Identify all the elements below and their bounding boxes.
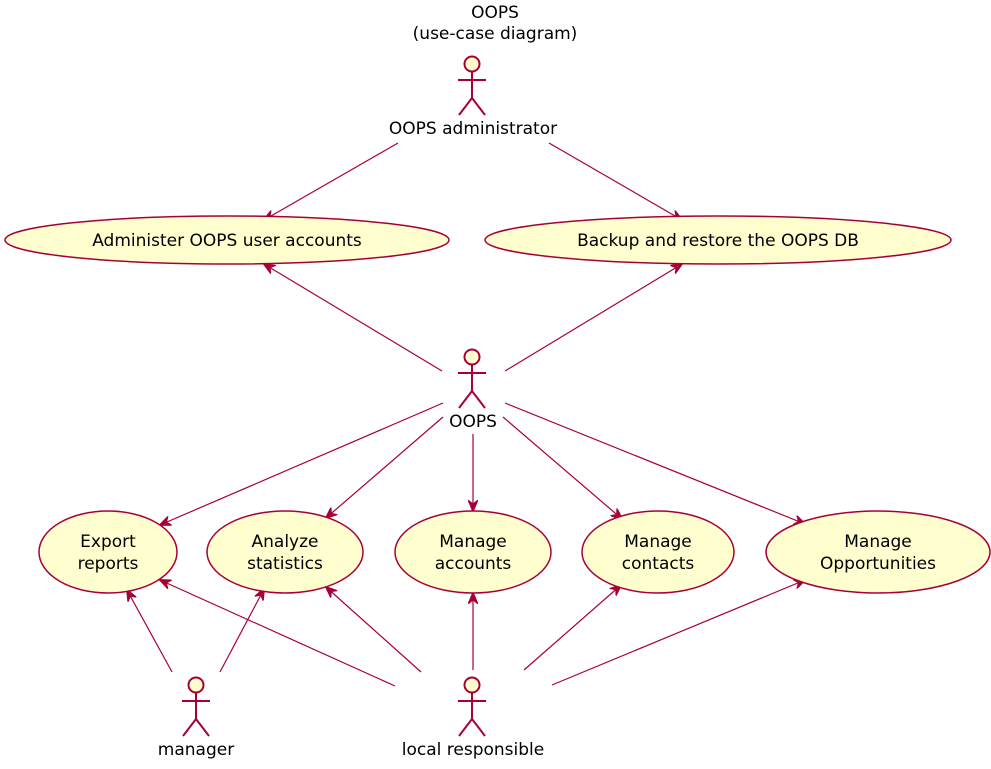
- actor-label: OOPS: [449, 412, 497, 432]
- association-arrow-oops-to-opportunities: [504, 402, 805, 524]
- usecase-label-line: Administer OOPS user accounts: [92, 231, 362, 251]
- actor-local: local responsible: [402, 676, 544, 760]
- association-arrow-local-to-contacts: [523, 585, 621, 671]
- diagram-title: OOPS (use-case diagram): [413, 3, 578, 44]
- actor-manager: manager: [158, 676, 234, 760]
- association-arrow-manager-to-export: [127, 590, 173, 673]
- actor-admin: OOPS administrator: [389, 55, 557, 139]
- usecase-label-line: Analyze: [252, 532, 319, 552]
- usecase-ellipse: [38, 510, 178, 594]
- actor-figure-icon: [458, 55, 486, 116]
- actor-figure-icon: [458, 348, 486, 409]
- usecase-ellipse: [765, 510, 991, 594]
- title-line: OOPS: [471, 3, 519, 23]
- association-arrow-oops-to-backup: [504, 264, 682, 372]
- usecase-label-line: Manage: [624, 532, 692, 552]
- usecase-label-line: Backup and restore the OOPS DB: [577, 231, 859, 251]
- usecase-label-line: Manage: [844, 532, 912, 552]
- usecase-label-line: Manage: [439, 532, 507, 552]
- subtitle-line: (use-case diagram): [413, 24, 578, 44]
- actor-oops: OOPS: [449, 348, 497, 432]
- association-arrow-oops-to-export: [160, 402, 444, 525]
- association-arrow-local-to-analyze: [326, 587, 422, 673]
- association-arrow-oops-to-contacts: [502, 416, 622, 519]
- actor-label: OOPS administrator: [389, 119, 557, 139]
- nodes-layer: Administer OOPS user accounts Backup and …: [4, 55, 991, 760]
- usecase-ellipse: [4, 215, 450, 265]
- association-arrow-manager-to-analyze: [219, 589, 264, 673]
- usecase-label-line: statistics: [247, 554, 323, 574]
- associations-layer: [127, 142, 805, 687]
- usecase-ellipse: [206, 510, 364, 594]
- usecase-label-line: Opportunities: [820, 554, 936, 574]
- association-arrow-oops-to-analyze: [326, 416, 444, 518]
- actor-figure-icon: [182, 676, 210, 737]
- association-arrow-oops-to-admin_accounts: [264, 264, 443, 372]
- usecase-label-line: Export: [80, 532, 136, 552]
- actor-label: manager: [158, 740, 234, 760]
- association-arrow-admin-to-backup: [548, 142, 682, 220]
- usecase-backup: Backup and restore the OOPS DB: [484, 215, 952, 265]
- usecase-label-line: reports: [78, 554, 139, 574]
- association-arrow-local-to-export: [160, 580, 396, 687]
- association-arrow-local-to-opportunities: [551, 580, 805, 686]
- usecase-ellipse: [484, 215, 952, 265]
- usecase-ellipse: [581, 510, 735, 594]
- actor-label: local responsible: [402, 740, 544, 760]
- usecase-label-line: contacts: [622, 554, 695, 574]
- usecase-label-line: accounts: [435, 554, 512, 574]
- usecase-ellipse: [394, 510, 552, 594]
- usecase-admin-accounts: Administer OOPS user accounts: [4, 215, 450, 265]
- actor-figure-icon: [458, 676, 486, 737]
- association-arrow-admin-to-admin_accounts: [264, 142, 399, 220]
